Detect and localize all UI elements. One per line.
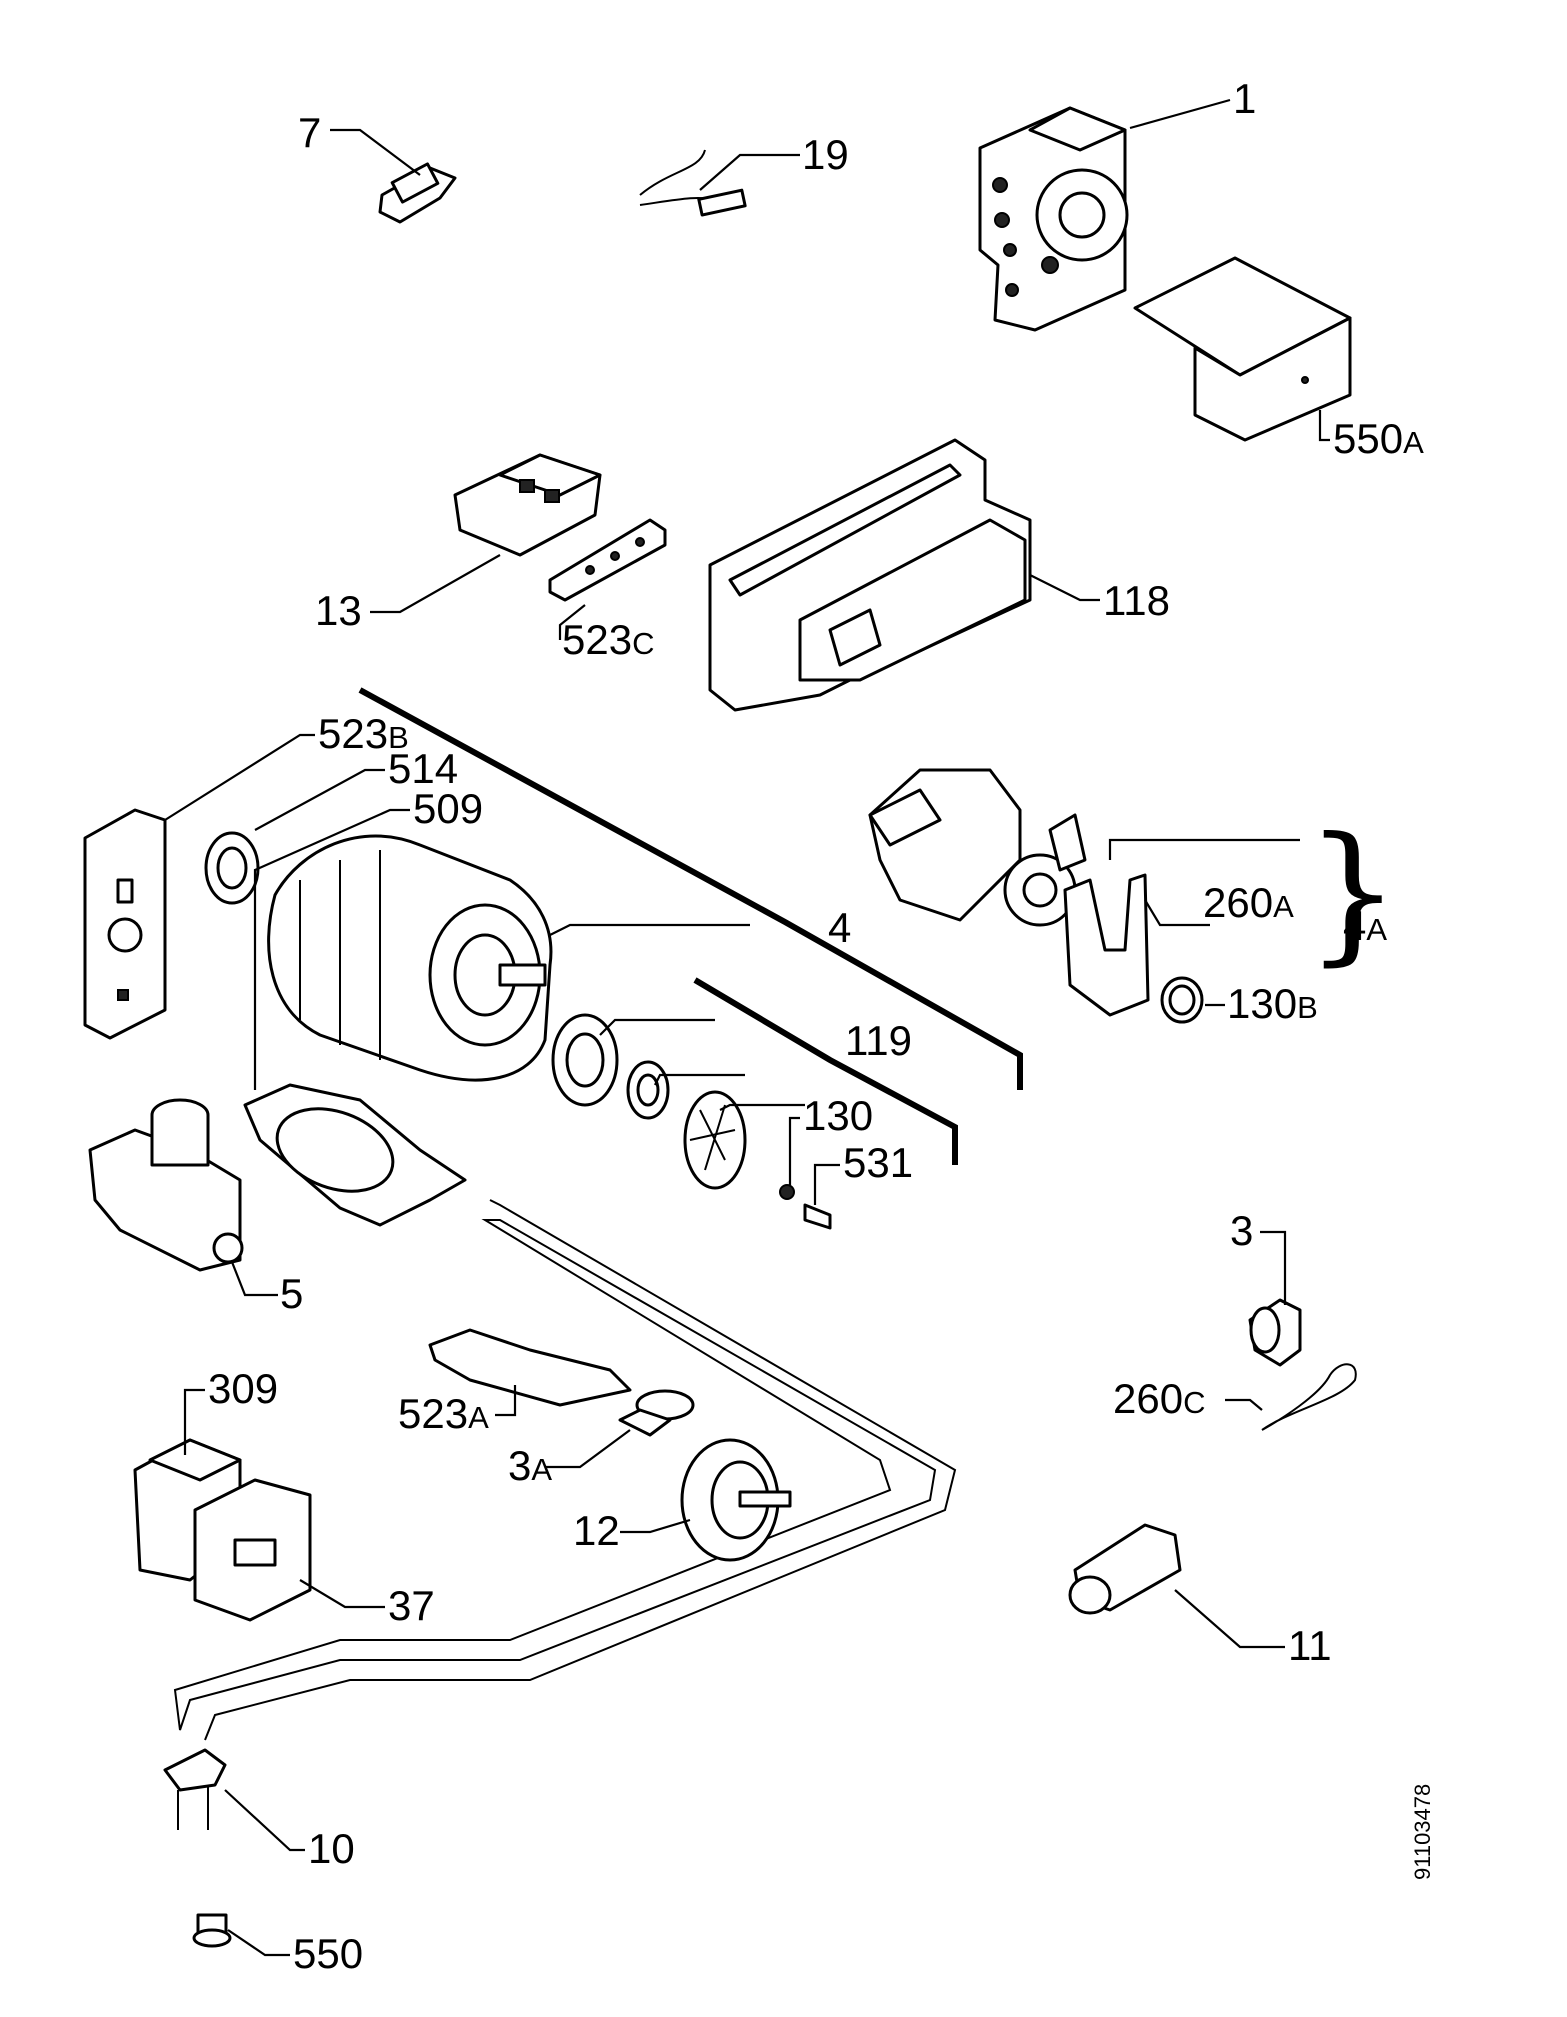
callout-523b: 523B <box>318 710 409 757</box>
callout-119: 119 <box>845 1017 912 1064</box>
part-impeller <box>683 1090 832 1230</box>
callout-260c: 260C <box>1113 1375 1206 1422</box>
part-4-motor <box>267 834 553 1082</box>
callout-550: 550 <box>293 1930 364 1977</box>
part-514-seal <box>204 831 260 905</box>
callout-3: 3 <box>1230 1207 1254 1254</box>
callout-12: 12 <box>573 1507 620 1554</box>
callout-260a: 260A <box>1203 879 1294 926</box>
callout-1: 1 <box>1233 75 1257 122</box>
callout-130: 130 <box>803 1092 874 1139</box>
part-550-screw <box>192 1913 232 1948</box>
callout-523a: 523A <box>398 1390 489 1437</box>
part-260c-clip <box>1261 1363 1357 1431</box>
part-4a-pump-assembly <box>868 768 1087 927</box>
leader-lines <box>164 98 1330 1957</box>
callout-10: 10 <box>308 1825 355 1872</box>
part-550a-cover <box>1133 256 1352 442</box>
part-523a-bracket <box>428 1328 632 1407</box>
callout-514: 514 <box>388 745 459 792</box>
callout-509: 509 <box>413 785 484 832</box>
part-1-timer <box>978 106 1129 332</box>
part-19-sensor <box>639 149 747 217</box>
document-id: 91103478 <box>1410 1783 1435 1880</box>
callout-5: 5 <box>280 1270 304 1317</box>
callout-11: 11 <box>1288 1622 1332 1669</box>
part-5-valve <box>88 1098 244 1272</box>
part-119-pump-housing <box>551 1013 670 1120</box>
part-7-switch <box>378 162 457 224</box>
part-509-gasket <box>243 1083 467 1227</box>
callout-523c: 523C <box>562 616 655 663</box>
callout-13: 13 <box>315 587 362 634</box>
callout-4: 4 <box>828 904 852 951</box>
callout-7: 7 <box>298 109 322 156</box>
part-3-switch <box>1248 1298 1302 1367</box>
callout-118: 118 <box>1103 577 1170 624</box>
callout-3a: 3A <box>508 1442 553 1489</box>
callout-531: 531 <box>843 1139 914 1186</box>
part-37-box <box>193 1478 312 1622</box>
part-10-heating-element <box>163 1199 957 1830</box>
part-13-switch-block <box>453 453 602 557</box>
part-12-element <box>680 1438 792 1562</box>
diagram-divider-bar-2 <box>693 977 958 1165</box>
callout-130b: 130B <box>1227 980 1318 1027</box>
part-118-dispenser <box>708 438 1032 712</box>
part-523c-bracket <box>548 518 667 602</box>
diagram-divider-bar-1 <box>358 687 1023 1090</box>
part-11-capacitor <box>1068 1523 1182 1615</box>
part-130b-ring <box>1160 976 1204 1024</box>
part-523b-panel <box>83 808 167 1040</box>
group-brace: } <box>1305 806 1401 980</box>
part-3a-thermostat <box>618 1389 695 1437</box>
callout-37: 37 <box>388 1582 435 1629</box>
callout-19: 19 <box>802 131 849 178</box>
callout-309: 309 <box>208 1365 279 1412</box>
callout-550a: 550A <box>1333 415 1424 462</box>
callout-4a: 4A <box>1343 902 1388 949</box>
part-260a-bracket <box>1063 873 1150 1017</box>
